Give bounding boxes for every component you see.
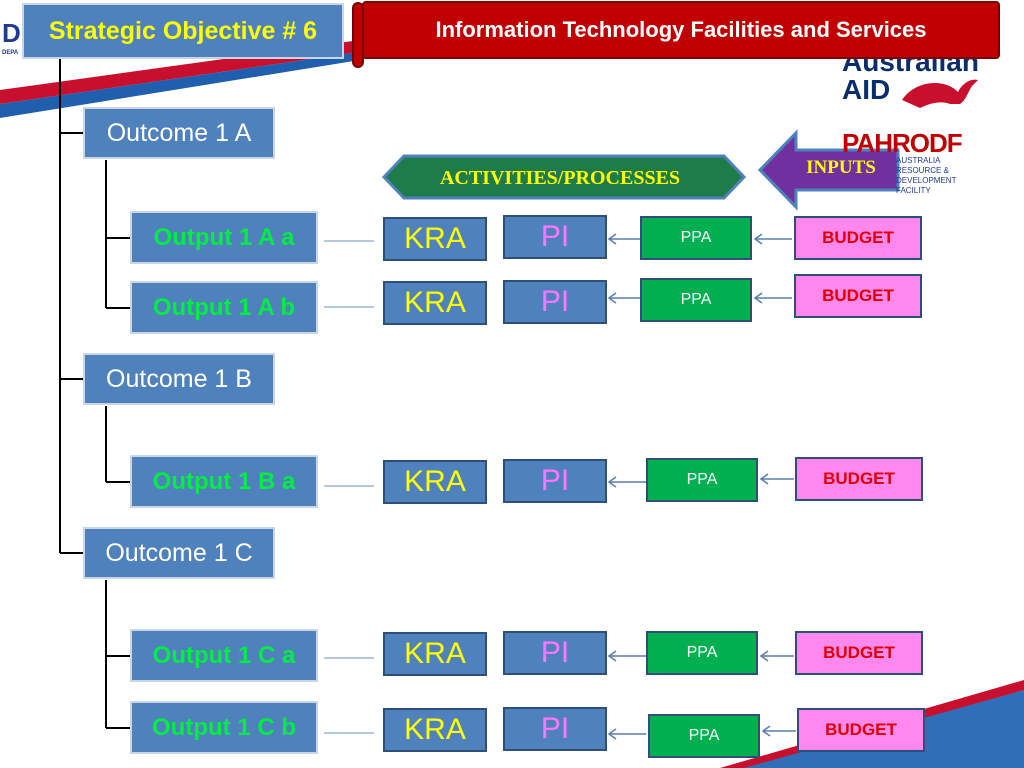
kangaroo-icon: [902, 79, 978, 108]
kra-box: KRA: [383, 460, 487, 504]
header-blue-stripe: [0, 52, 360, 118]
budget-box: BUDGET: [794, 274, 922, 318]
kra-box: KRA: [383, 217, 487, 261]
output-1ba: Output 1 B a: [130, 455, 318, 508]
outcome-1c: Outcome 1 C: [83, 527, 275, 579]
activities-banner: [381, 154, 747, 200]
department-logo: D DEPA: [0, 18, 22, 60]
ppa-box: PPA: [640, 216, 752, 260]
budget-box: BUDGET: [794, 216, 922, 260]
pahrodf-logo: PAHRODF: [842, 128, 963, 158]
outcome-1a: Outcome 1 A: [83, 107, 275, 159]
kra-box: KRA: [383, 708, 487, 752]
section-title: Information Technology Facilities and Se…: [362, 1, 1000, 59]
pi-box: PI: [503, 215, 607, 259]
outcome-1b: Outcome 1 B: [83, 353, 275, 405]
activities-label: ACTIVITIES/PROCESSES: [439, 166, 681, 189]
output-kra-lines: [324, 240, 374, 734]
flow-arrows: [607, 233, 796, 740]
output-1cb: Output 1 C b: [130, 701, 318, 754]
kra-box: KRA: [383, 281, 487, 325]
tree-connectors: [59, 58, 130, 729]
output-1ca: Output 1 C a: [130, 629, 318, 682]
output-1aa: Output 1 A a: [130, 211, 318, 264]
budget-box: BUDGET: [795, 631, 923, 675]
ppa-box: PPA: [646, 631, 758, 675]
pahrodf-logo-subtitle: AUSTRALIA RESOURCE & DEVELOPMENT FACILIT…: [896, 156, 957, 195]
pi-box: PI: [503, 459, 607, 503]
strategic-objective-title: Strategic Objective # 6: [22, 3, 344, 59]
department-logo-sub: DEPA: [2, 50, 19, 56]
inputs-banner: [757, 129, 900, 211]
pi-box: PI: [503, 280, 607, 324]
output-1ab: Output 1 A b: [130, 281, 318, 334]
pi-box: PI: [503, 631, 607, 675]
budget-box: BUDGET: [795, 457, 923, 501]
ppa-box: PPA: [648, 714, 760, 758]
department-logo-letter: D: [2, 18, 21, 48]
ppa-box: PPA: [646, 458, 758, 502]
inputs-label: INPUTS: [806, 157, 876, 178]
ppa-box: PPA: [640, 278, 752, 322]
kra-box: KRA: [383, 632, 487, 676]
pi-box: PI: [503, 707, 607, 751]
budget-box: BUDGET: [797, 708, 925, 752]
